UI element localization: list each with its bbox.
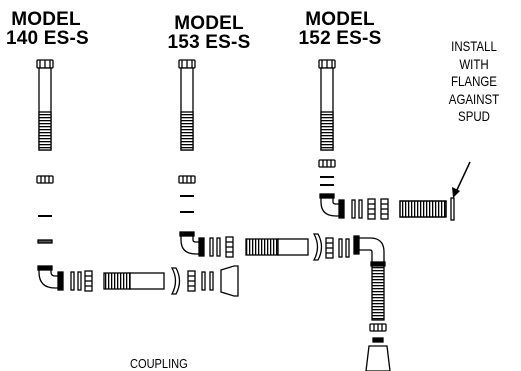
model-153-bottom-nut [369, 323, 387, 332]
model-152-label: MODEL 152 ES-S [295, 10, 385, 48]
model-152-flange [450, 197, 455, 221]
model-153-flange [312, 233, 323, 261]
model-140-flange [170, 267, 181, 295]
model-140-trap-arm [103, 272, 165, 290]
install-note-line: AGAINST [448, 90, 500, 107]
model-152-tailpiece [318, 59, 336, 151]
model-153-trap-arm [245, 238, 309, 256]
model-140-gasket [37, 239, 53, 244]
model-140-label-line1: MODEL [11, 9, 81, 30]
model-153-label: MODEL 153 ES-S [164, 14, 254, 52]
model-140-coupling-rings [187, 270, 214, 292]
model-153-j-bend [179, 231, 205, 257]
model-153-elbow [353, 235, 386, 267]
model-152-label-line2: 152 ES-S [298, 28, 382, 49]
install-arrow [452, 161, 471, 198]
coupling-label: COUPLING [130, 356, 188, 371]
model-152-slip-nut [318, 159, 336, 168]
model-140-label: MODEL 140 ES-S [6, 9, 89, 49]
model-152-label-line1: MODEL [305, 9, 375, 30]
model-153-label-line2: 153 ES-S [167, 32, 251, 53]
model-140-slip-nut [36, 175, 54, 184]
install-note-line: INSTALL [451, 38, 497, 54]
model-152-trap-arm [399, 200, 447, 218]
install-note-line: SPUD [458, 108, 490, 124]
model-140-j-bend [37, 265, 64, 291]
model-140-tailpiece [36, 59, 54, 151]
model-153-tailpiece [178, 59, 196, 151]
model-153-rings [209, 236, 234, 258]
model-140-label-line2: 140 ES-S [6, 28, 89, 49]
install-note-line: WITH [459, 55, 489, 72]
model-153-label-line1: MODEL [174, 13, 244, 34]
model-153-slip-nut [178, 175, 196, 184]
model-140-coupling [220, 265, 239, 297]
model-153-down-tube [371, 265, 385, 321]
model-152-j-bend [319, 193, 345, 219]
model-153-coupling-rings [325, 237, 350, 259]
model-152-rings [351, 198, 389, 220]
install-note: INSTALL WITH FLANGE AGAINST SPUD [433, 38, 515, 126]
install-note-line: FLANGE [451, 73, 497, 89]
model-153-bottom-coupling [365, 337, 391, 371]
model-140-rings [70, 270, 93, 292]
